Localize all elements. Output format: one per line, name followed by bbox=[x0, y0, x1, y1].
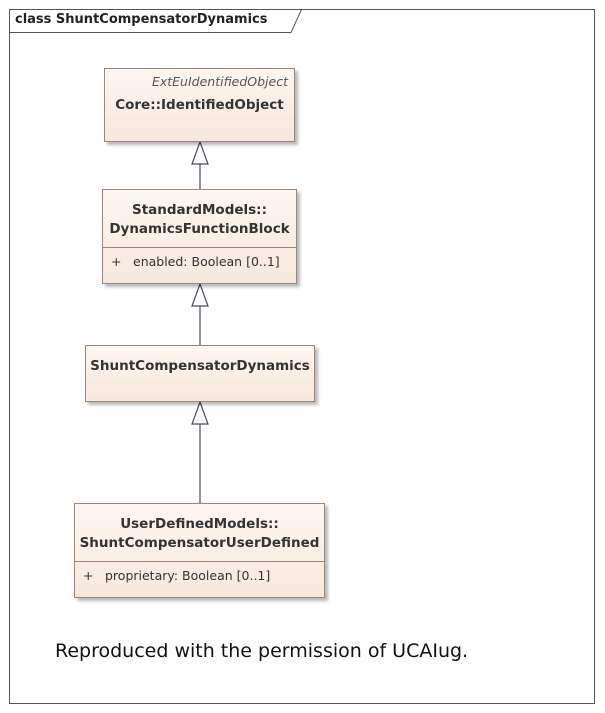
frame-title: class ShuntCompensatorDynamics bbox=[15, 12, 268, 27]
class-stereotype: ExtEuIdentifiedObject bbox=[151, 74, 288, 89]
class-dynamics-function-block[interactable]: StandardModels:: DynamicsFunctionBlock +… bbox=[102, 189, 297, 284]
class-name: Core::IdentifiedObject bbox=[115, 97, 284, 113]
attribute-visibility: + bbox=[83, 568, 94, 583]
class-name: ShuntCompensatorDynamics bbox=[90, 358, 310, 374]
frame-tab-outline bbox=[9, 9, 302, 33]
attribute-enabled: enabled: Boolean [0..1] bbox=[133, 254, 280, 269]
attribute-proprietary: proprietary: Boolean [0..1] bbox=[105, 568, 271, 583]
generalization-arrowhead-2 bbox=[191, 282, 209, 307]
class-identified-object[interactable]: ExtEuIdentifiedObject Core::IdentifiedOb… bbox=[104, 68, 295, 142]
diagram-frame bbox=[9, 9, 595, 704]
class-name-line-1: StandardModels:: bbox=[132, 202, 267, 218]
generalization-arrowhead-1 bbox=[191, 140, 209, 165]
generalization-arrowhead-3 bbox=[191, 400, 209, 425]
attributes-compartment: + enabled: Boolean [0..1] bbox=[103, 247, 296, 285]
frame-title-tab: class ShuntCompensatorDynamics bbox=[9, 9, 302, 33]
attributes-compartment: + proprietary: Boolean [0..1] bbox=[75, 561, 324, 599]
class-shunt-compensator-dynamics[interactable]: ShuntCompensatorDynamics bbox=[85, 345, 315, 402]
class-name-line-2: DynamicsFunctionBlock bbox=[109, 221, 290, 237]
class-name-line-1: UserDefinedModels:: bbox=[120, 516, 279, 532]
permission-note: Reproduced with the permission of UCAIug… bbox=[55, 640, 469, 662]
attribute-visibility: + bbox=[111, 254, 122, 269]
class-name-line-2: ShuntCompensatorUserDefined bbox=[79, 535, 320, 551]
class-shunt-compensator-user-defined[interactable]: UserDefinedModels:: ShuntCompensatorUser… bbox=[74, 503, 325, 598]
